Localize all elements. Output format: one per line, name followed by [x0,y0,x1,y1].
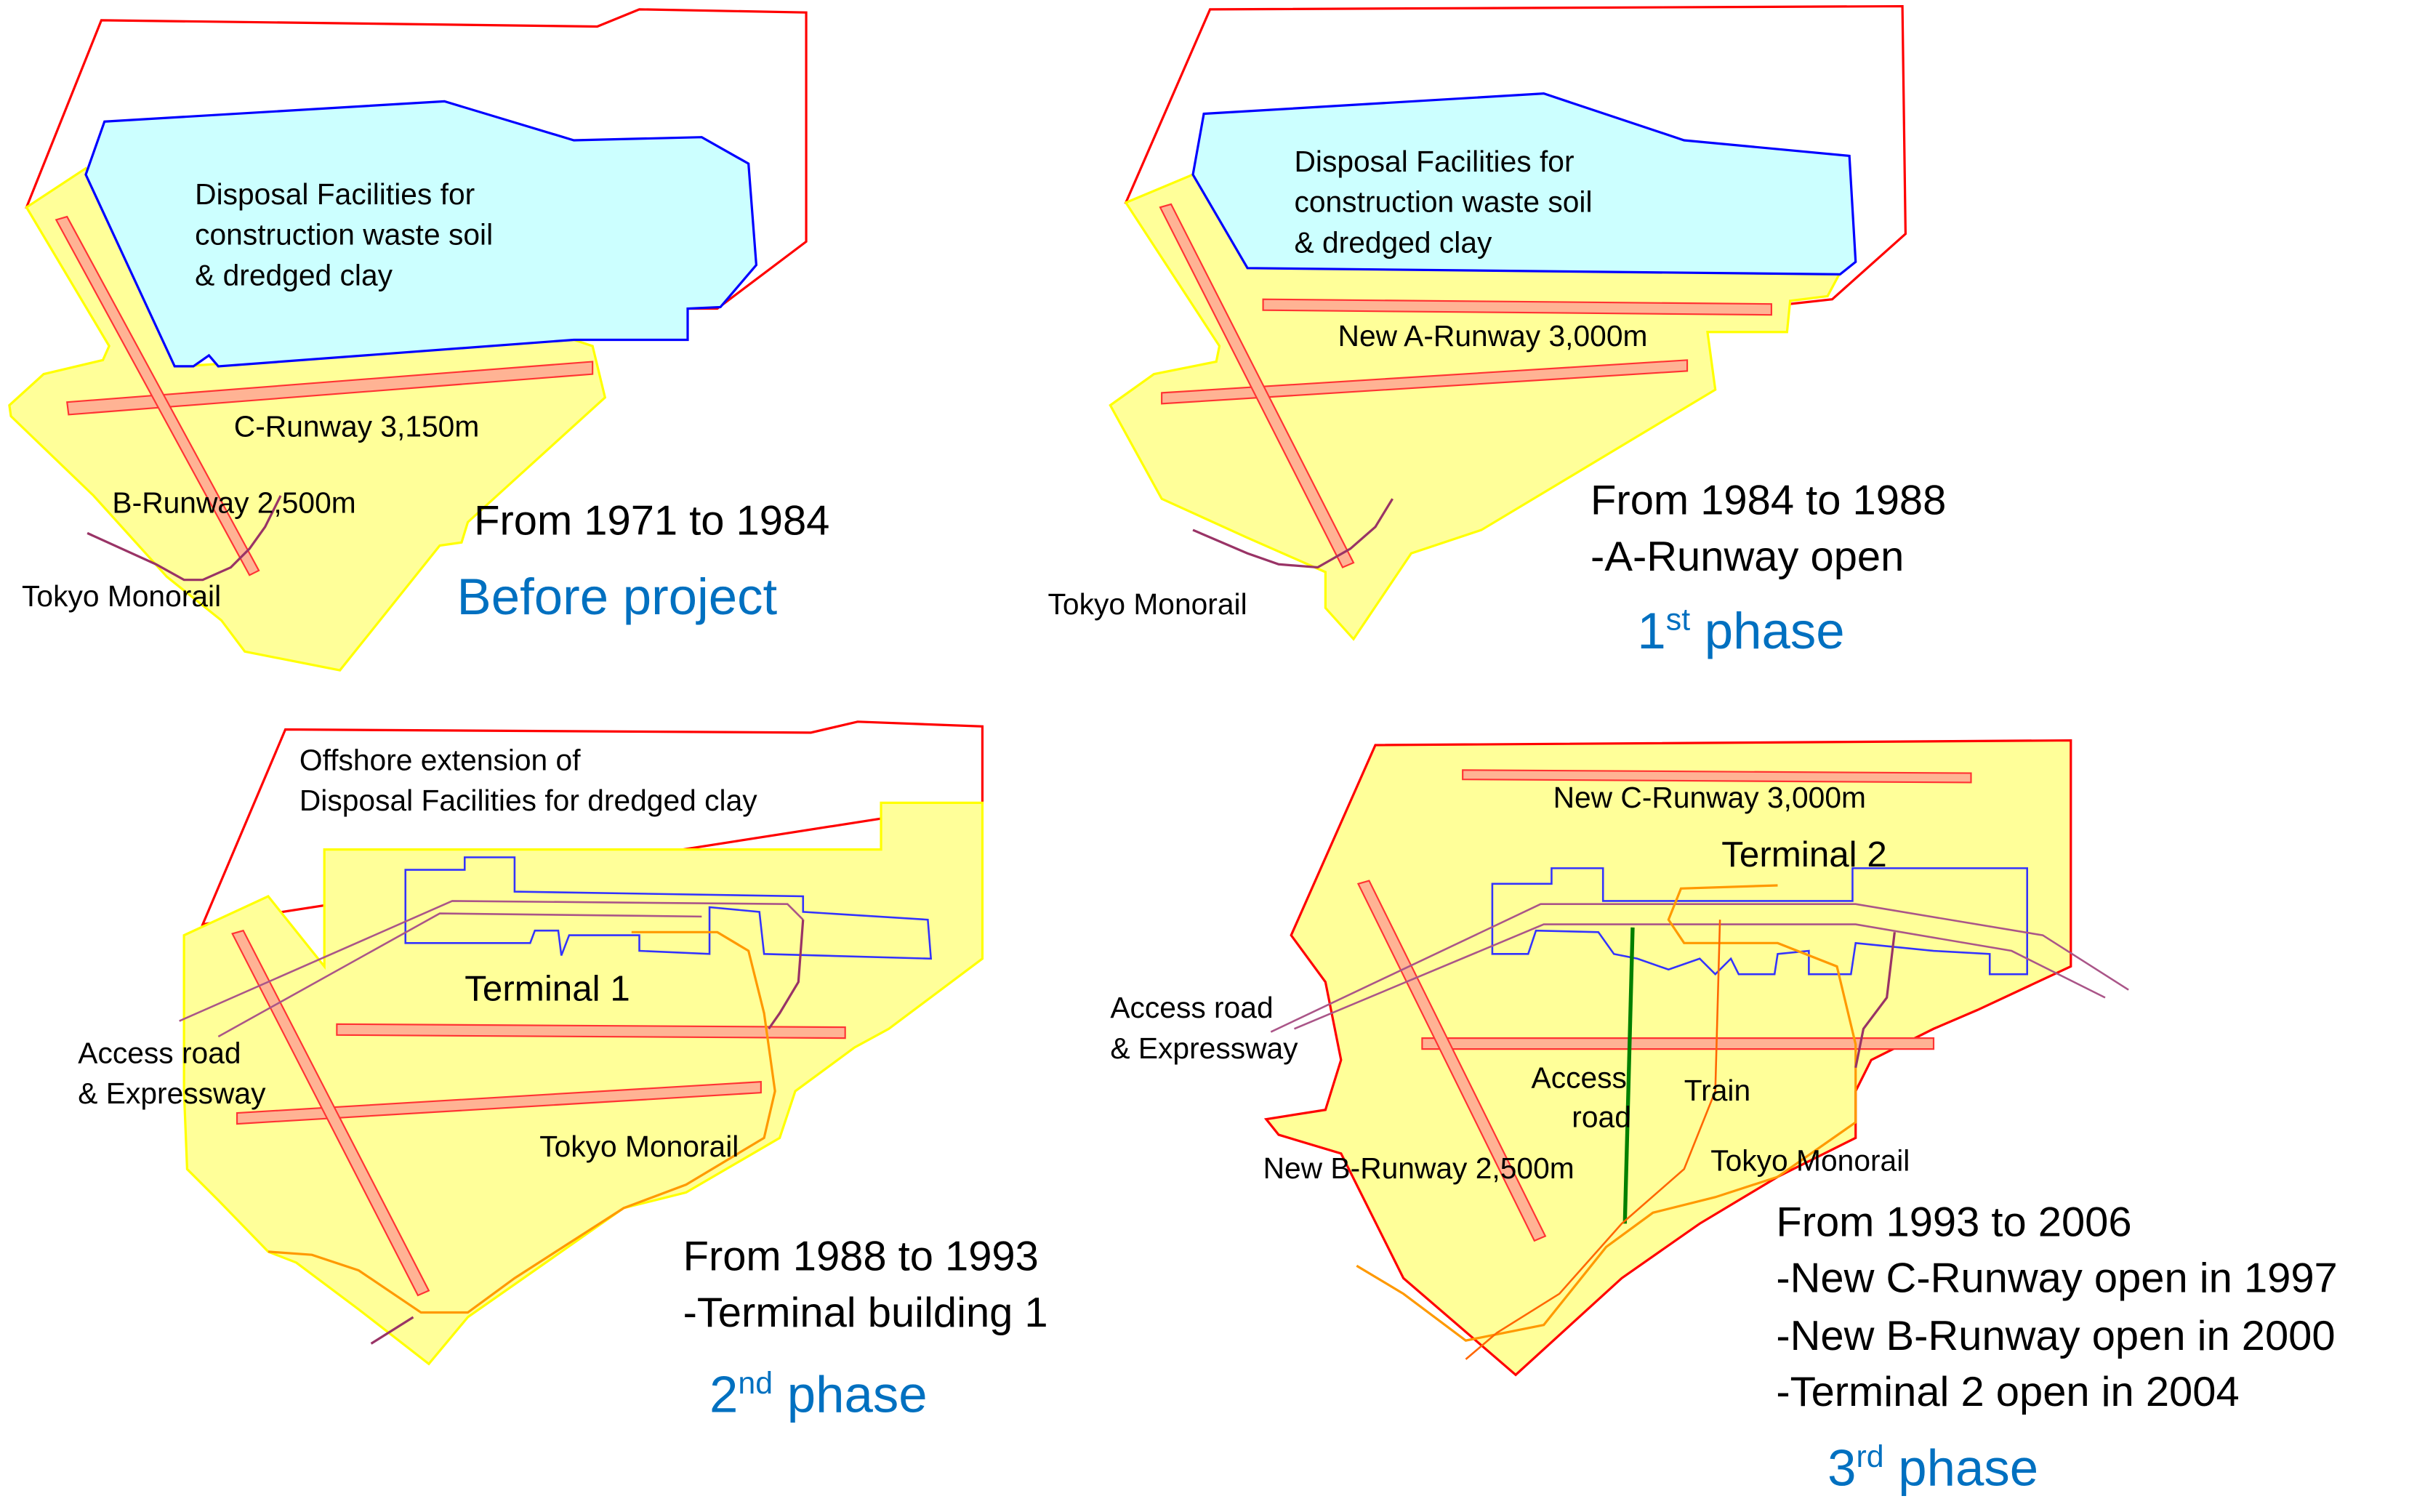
offshore-label-1: Offshore extension of [299,743,581,776]
terminal-2-label: Terminal 2 [1721,835,1887,874]
access-label-2: & Expressway [1110,1032,1298,1065]
disposal-label-2: construction waste soil [1294,185,1592,219]
terminal-1-label: Terminal 1 [465,969,630,1009]
access-road-label-1: Access [1532,1061,1627,1095]
a-runway [1262,298,1772,316]
new-b-runway-label: New B-Runway 2,500m [1263,1151,1575,1185]
monorail-extension [1854,932,1896,1069]
disposal-label-3: & dredged clay [1294,225,1492,259]
b-runway [1159,203,1355,568]
monorail-stub [370,1316,414,1345]
monorail-line [1356,884,1857,1342]
new-b-runway [1356,880,1547,1242]
access-road-line [1293,923,2106,1030]
access-road-label-2: road [1572,1100,1631,1133]
monorail-label: Tokyo Monorail [1710,1143,1910,1177]
event-label-3: -Terminal 2 open in 2004 [1776,1369,2239,1415]
monorail-line [87,495,282,582]
access-label-1: Access road [1110,991,1273,1024]
monorail-extension [768,920,805,1030]
terminal-1-area [404,856,933,960]
panel-first-phase: Disposal Facilities for construction was… [1048,4,1946,659]
panel-before-project: Disposal Facilities for construction was… [8,8,829,672]
train-line [1465,920,1721,1360]
monorail-label: Tokyo Monorail [539,1130,739,1163]
a-runway [336,1023,846,1040]
monorail-line [1192,498,1394,569]
phase-label: 1st phase [1637,602,1844,659]
c-runway [66,361,594,416]
b-runway [231,929,430,1297]
access-label-2: & Expressway [78,1077,266,1110]
event-label-1: -New C-Runway open in 1997 [1776,1255,2337,1302]
event-label: -A-Runway open [1590,534,1904,580]
phase-label: 2nd phase [709,1366,928,1423]
period-label: From 1988 to 1993 [683,1234,1039,1280]
a-runway [1421,1037,1935,1050]
expressway-line [179,900,804,1022]
phase-label: 3rd phase [1827,1439,2038,1497]
panel-second-phase: Offshore extension of Disposal Facilitie… [78,720,1048,1423]
period-label: From 1971 to 1984 [474,498,829,544]
new-c-runway [1462,769,1972,784]
disposal-facility-area [1191,92,1857,276]
terminal-2-area [1491,867,2028,976]
monorail-label: Tokyo Monorail [1048,587,1247,621]
c-runway-label: C-Runway 3,150m [234,409,480,443]
expressway-line [1270,903,2129,1033]
b-runway-label: B-Runway 2,500m [112,486,355,519]
access-label-1: Access road [78,1036,241,1069]
disposal-label-1: Disposal Facilities for [1294,145,1574,178]
disposal-label-3: & dredged clay [195,258,393,291]
access-road-line [217,912,702,1038]
access-road-green [1622,927,1635,1224]
disposal-label-1: Disposal Facilities for [195,177,475,211]
monorail-label: Tokyo Monorail [22,579,221,613]
airport-land [1263,739,2072,1377]
a-runway-label: New A-Runway 3,000m [1338,319,1648,353]
phase-label: Before project [457,568,778,625]
new-c-runway-label: New C-Runway 3,000m [1553,781,1866,814]
event-label-2: -New B-Runway open in 2000 [1776,1313,2335,1359]
panel-third-phase: New C-Runway 3,000m Terminal 2 Access ro… [1110,739,2338,1497]
offshore-label-2: Disposal Facilities for dredged clay [299,784,757,817]
c-runway [236,1081,762,1125]
disposal-label-2: construction waste soil [195,218,493,252]
event-label: -Terminal building 1 [683,1290,1048,1336]
airport-land [1109,173,1842,641]
train-label: Train [1684,1074,1750,1107]
period-label: From 1993 to 2006 [1776,1199,2131,1245]
c-runway [1161,359,1689,405]
disposal-facility-area [84,100,758,368]
b-runway [55,215,260,576]
period-label: From 1984 to 1988 [1590,478,1946,524]
monorail-line [268,930,776,1314]
